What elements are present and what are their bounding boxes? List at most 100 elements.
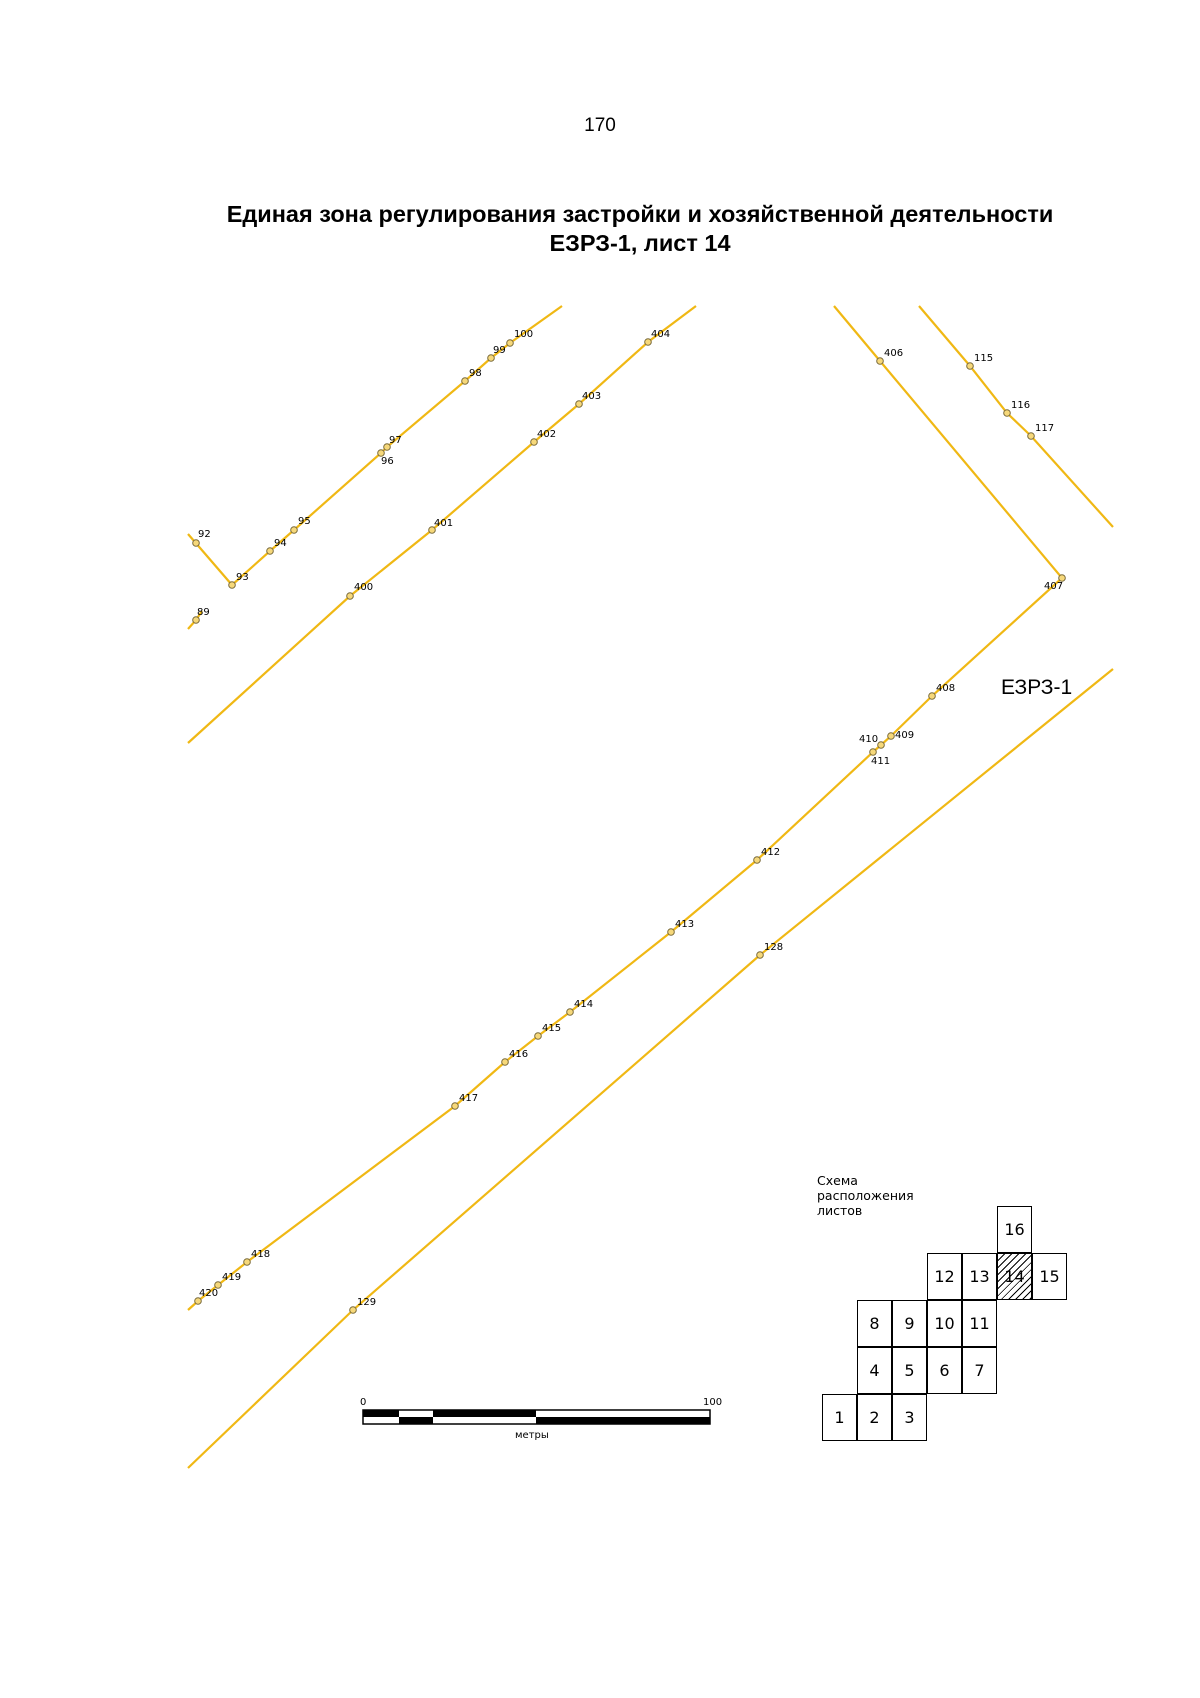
point-label: 404 — [651, 329, 670, 340]
point-marker — [194, 1297, 202, 1305]
sheet-number: 11 — [969, 1314, 990, 1333]
point-marker — [753, 856, 761, 864]
point-label: 419 — [222, 1272, 241, 1283]
boundary-point-402: 402 — [530, 429, 556, 446]
point-label: 98 — [469, 368, 482, 379]
boundary-point-89: 89 — [192, 607, 210, 624]
boundary-point-404: 404 — [644, 329, 670, 346]
point-marker — [290, 526, 298, 534]
point-marker — [506, 339, 514, 347]
sheet-cell-15: 15 — [1032, 1253, 1067, 1300]
boundary-point-410: 410 — [859, 734, 885, 749]
boundary-point-412: 412 — [753, 847, 780, 864]
sheet-number: 4 — [869, 1361, 880, 1380]
sheet-number: 3 — [904, 1408, 915, 1427]
point-marker — [575, 400, 583, 408]
point-label: 415 — [542, 1023, 561, 1034]
point-marker — [243, 1258, 251, 1266]
boundary-line-128-129 — [187, 668, 1114, 1469]
boundary-point-415: 415 — [534, 1023, 561, 1040]
point-marker — [534, 1032, 542, 1040]
point-marker — [451, 1102, 459, 1110]
scale-start-label: 0 — [360, 1397, 366, 1408]
boundary-point-116: 116 — [1003, 400, 1030, 417]
boundary-point-411: 411 — [869, 748, 890, 767]
scale-segment — [363, 1410, 399, 1417]
sheet-cell-4: 4 — [857, 1347, 892, 1394]
boundary-point-400: 400 — [346, 582, 373, 600]
boundary-point-403: 403 — [575, 391, 601, 408]
point-label: 413 — [675, 919, 694, 930]
sheet-number: 5 — [904, 1361, 915, 1380]
sheet-number: 12 — [934, 1267, 955, 1286]
point-marker — [266, 547, 274, 555]
point-label: 418 — [251, 1249, 270, 1260]
boundary-line-115-117 — [918, 305, 1114, 528]
scale-end-label: 100 — [703, 1397, 722, 1408]
boundary-point-98: 98 — [461, 368, 482, 385]
boundary-point-414: 414 — [566, 999, 593, 1016]
boundary-point-406: 406 — [876, 348, 903, 365]
sheet-number: 15 — [1039, 1267, 1060, 1286]
boundary-line-92-100 — [187, 305, 563, 587]
point-label: 96 — [381, 456, 394, 467]
boundary-point-92: 92 — [192, 529, 211, 547]
title-line-2: ЕЗРЗ-1, лист 14 — [549, 230, 731, 256]
boundary-point-117: 117 — [1027, 423, 1054, 440]
point-label: 410 — [859, 734, 878, 745]
point-label: 117 — [1035, 423, 1054, 434]
sheet-cell-10: 10 — [927, 1300, 962, 1347]
point-label: 412 — [761, 847, 780, 858]
point-marker — [644, 338, 652, 346]
sheet-cell-7: 7 — [962, 1347, 997, 1394]
point-label: 402 — [537, 429, 556, 440]
point-label: 414 — [574, 999, 593, 1010]
sheet-cell-14: 14 — [997, 1253, 1032, 1300]
point-label: 417 — [459, 1093, 478, 1104]
boundary-point-96: 96 — [377, 449, 394, 467]
sheet-scheme-title: Схема расположения листов — [817, 1173, 914, 1218]
boundary-point-407: 407 — [1044, 574, 1066, 592]
sheet-number: 13 — [969, 1267, 990, 1286]
boundary-point-409: 409 — [887, 730, 914, 741]
sheet-number: 6 — [939, 1361, 950, 1380]
page-title: Единая зона регулирования застройки и хо… — [160, 200, 1120, 258]
scale-bar: 0 100 метры — [360, 1397, 722, 1441]
point-label: 403 — [582, 391, 601, 402]
sheet-cell-13: 13 — [962, 1253, 997, 1300]
point-label: 411 — [871, 756, 890, 767]
boundary-point-93: 93 — [228, 572, 249, 589]
point-label: 92 — [198, 529, 211, 540]
point-marker — [876, 357, 884, 365]
sheet-cell-1: 1 — [822, 1394, 857, 1441]
point-label: 420 — [199, 1288, 218, 1299]
sheet-number: 7 — [974, 1361, 985, 1380]
point-marker — [667, 928, 675, 936]
scale-segment — [433, 1410, 536, 1417]
scale-segment — [399, 1417, 433, 1424]
sheet-number: 1 — [834, 1408, 845, 1427]
sheet-number: 8 — [869, 1314, 880, 1333]
sheet-cell-6: 6 — [927, 1347, 962, 1394]
sheet-number: 14 — [1004, 1267, 1025, 1286]
point-label: 115 — [974, 353, 993, 364]
point-marker — [428, 526, 436, 534]
boundary-point-99: 99 — [487, 345, 506, 362]
sheet-cell-9: 9 — [892, 1300, 927, 1347]
point-marker — [228, 581, 236, 589]
point-label: 128 — [764, 942, 783, 953]
boundary-point-418: 418 — [243, 1249, 270, 1266]
point-marker — [487, 354, 495, 362]
point-marker — [346, 592, 354, 600]
point-label: 401 — [434, 518, 453, 529]
page-number: 170 — [584, 115, 616, 136]
point-marker — [530, 438, 538, 446]
boundary-line-406-420 — [187, 305, 1064, 1311]
boundary-point-408: 408 — [928, 683, 955, 700]
scale-unit-label: метры — [515, 1430, 549, 1441]
point-marker — [1027, 432, 1035, 440]
boundary-point-115: 115 — [966, 353, 993, 370]
point-marker — [1058, 574, 1066, 582]
